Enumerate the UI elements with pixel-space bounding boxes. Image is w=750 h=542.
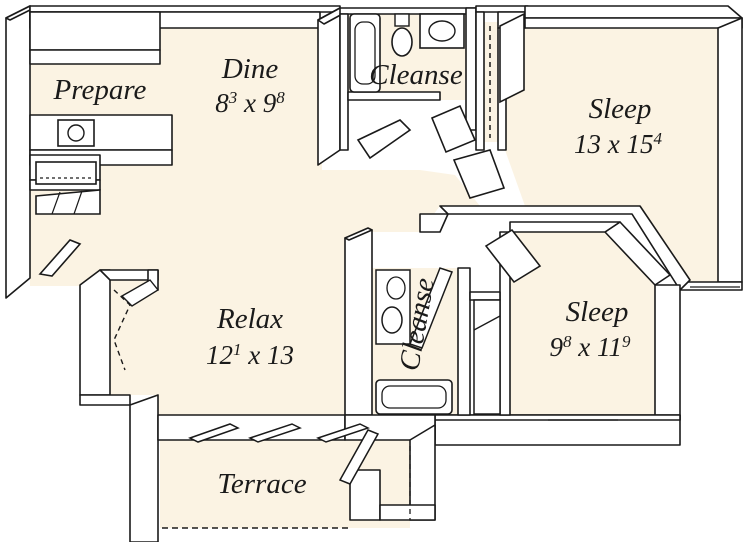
wall — [509, 221, 621, 233]
sleep-closet — [473, 299, 501, 415]
wall — [339, 7, 477, 15]
wall — [717, 17, 743, 283]
wall — [475, 5, 529, 13]
vanity-sink — [428, 20, 456, 42]
hall-closet-door — [452, 149, 506, 199]
wall — [347, 91, 441, 101]
wall — [679, 281, 743, 291]
side-bathtub — [375, 379, 453, 415]
toilet-tank — [394, 13, 410, 27]
wall — [344, 229, 373, 416]
closet-door — [499, 12, 525, 104]
wall — [79, 394, 131, 406]
sleep-main-floor — [500, 28, 718, 282]
entry-door — [38, 239, 82, 277]
wall — [469, 291, 501, 301]
kitchen-counter-side — [29, 114, 173, 151]
wall — [524, 5, 743, 19]
wall — [29, 5, 341, 13]
wall — [317, 7, 341, 166]
kitchen-counter-top — [29, 49, 161, 65]
sleep-small-floor — [510, 232, 655, 415]
room-labels: Prepare Dine 83 x 98 Cleanse Sleep 13 x … — [53, 53, 663, 500]
room-name-relax: Relax — [216, 303, 283, 335]
slider-panel — [188, 423, 240, 443]
bath-door — [430, 104, 477, 154]
kitchen-sink — [57, 119, 95, 147]
wall — [465, 7, 477, 131]
closet-floor — [484, 22, 498, 142]
wall — [654, 284, 681, 421]
pantry-door — [35, 189, 101, 215]
room-name-sleep-small: Sleep — [566, 296, 629, 328]
kitchen-counter-top — [29, 11, 161, 51]
wall — [524, 17, 743, 29]
toilet — [391, 27, 413, 57]
slider-panel — [248, 423, 302, 443]
room-name-cleanse-top: Cleanse — [369, 59, 463, 91]
stove — [35, 161, 97, 185]
room-dim-relax: 121 x 13 — [206, 340, 294, 370]
wall — [129, 394, 159, 542]
wall — [419, 213, 449, 233]
closet-door-left — [120, 279, 160, 307]
terrace-door — [338, 429, 380, 485]
wall — [379, 504, 436, 521]
room-name-prepare: Prepare — [53, 74, 147, 106]
wall — [339, 13, 349, 151]
bedroom-door — [484, 228, 542, 284]
bath-door — [356, 119, 412, 160]
wall — [5, 5, 31, 299]
bathtub — [349, 13, 381, 93]
wall — [344, 227, 373, 241]
room-name-dine: Dine — [221, 53, 279, 85]
fixtures — [35, 12, 740, 529]
room-dim-dine: 83 x 98 — [215, 88, 285, 118]
wall — [79, 269, 111, 396]
wall — [157, 414, 346, 441]
pantry-door-line — [51, 191, 61, 215]
side-toilet — [381, 306, 403, 334]
wall — [434, 414, 681, 421]
room-dim-sleep-small: 98 x 119 — [550, 332, 631, 362]
vanity — [419, 13, 465, 49]
wall — [457, 267, 471, 416]
room-name-sleep-main: Sleep — [589, 93, 652, 125]
side-bathtub-basin — [381, 385, 447, 409]
wall — [475, 11, 485, 151]
bathtub-basin — [354, 21, 376, 85]
terrace-floor — [160, 440, 410, 528]
room-dim-sleep-main: 13 x 154 — [574, 129, 662, 159]
wall — [349, 469, 381, 521]
slider-panel — [316, 423, 370, 443]
room-name-terrace: Terrace — [217, 468, 306, 500]
kitchen-sink-drain — [67, 124, 85, 142]
side-bath-door — [409, 267, 453, 349]
side-sink — [386, 276, 406, 300]
sleep-closet-line — [473, 315, 501, 331]
closet-swing — [113, 289, 131, 371]
pantry-door-line — [73, 190, 83, 215]
